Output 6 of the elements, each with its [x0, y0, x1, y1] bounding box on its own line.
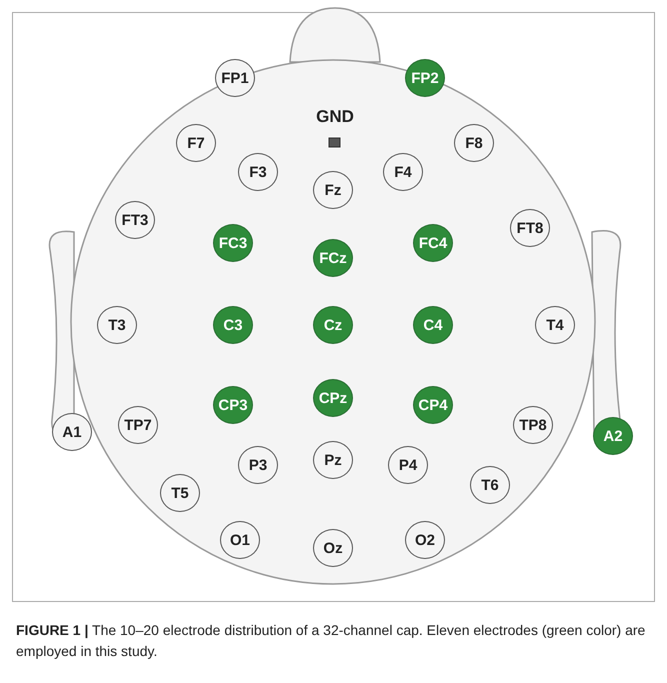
electrode-circle: A1: [52, 413, 92, 451]
electrode-circle: FP1: [215, 59, 255, 97]
ground-label: GND: [316, 107, 354, 127]
electrode-circle: FP2: [405, 59, 445, 97]
figure-caption: FIGURE 1 | The 10–20 electrode distribution of a 32-channel cap. Eleven electrodes (green color) are employed in this study.: [16, 621, 646, 661]
electrode-circle: A2: [593, 417, 633, 455]
